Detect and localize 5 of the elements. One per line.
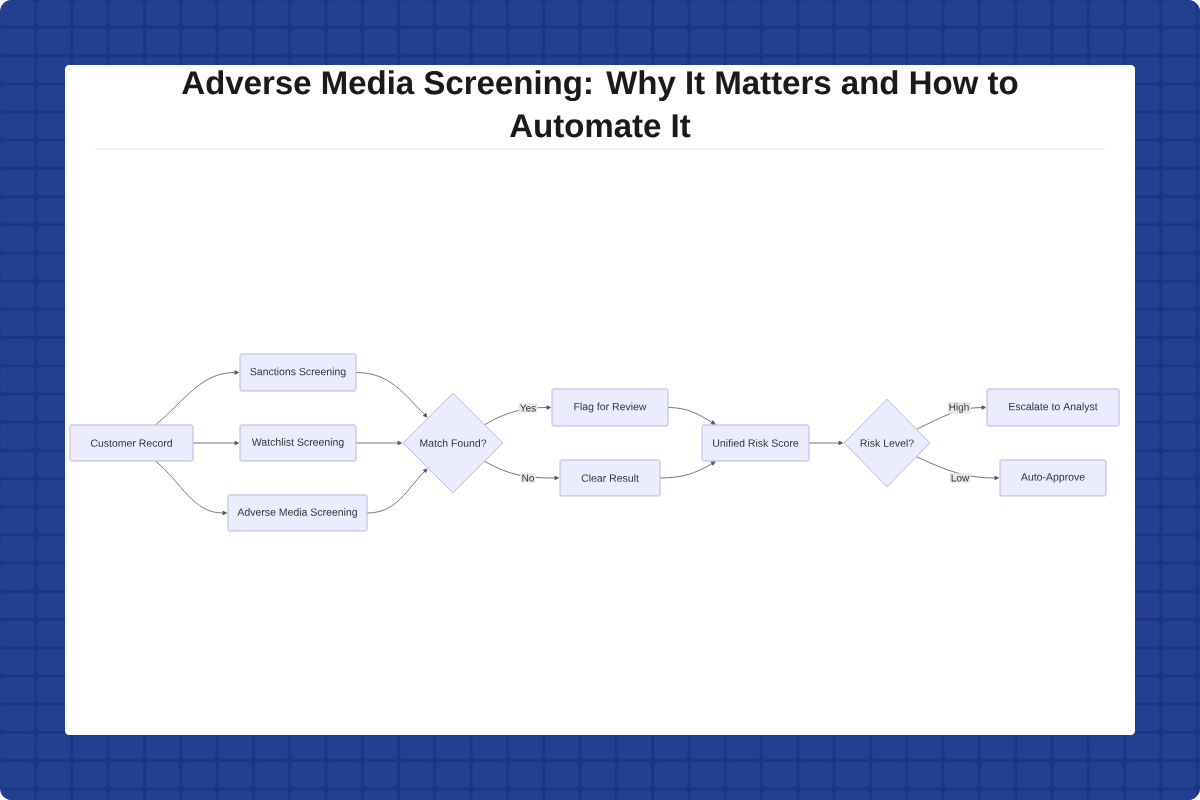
edge-label: Low [949,473,971,483]
title: Adverse Media Screening: Why It Matters and How to Automate It [182,70,1018,138]
edge-label: High [947,402,971,414]
edge-label: No [520,473,536,483]
edge-label: Yes [518,403,538,413]
